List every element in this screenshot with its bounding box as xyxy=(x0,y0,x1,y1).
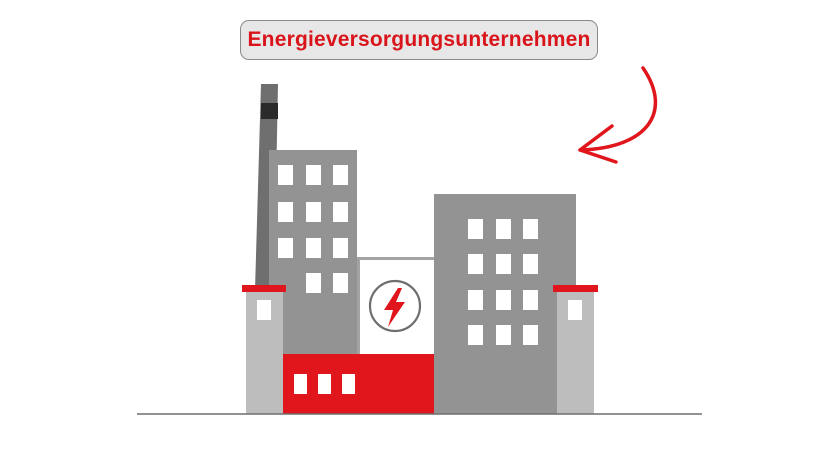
title-text: Energieversorgungsunternehmen xyxy=(247,28,591,51)
title-badge: Energieversorgungsunternehmen xyxy=(240,20,598,60)
red-base-building xyxy=(283,354,434,414)
right-small-tower xyxy=(553,285,598,414)
curved-arrow-icon xyxy=(578,66,658,164)
power-station-panel xyxy=(357,257,434,354)
left-building-windows xyxy=(278,165,348,293)
right-building-windows xyxy=(468,219,538,345)
left-small-tower xyxy=(242,285,286,414)
right-tall-building xyxy=(434,194,576,414)
lightning-bolt-icon xyxy=(368,279,422,333)
